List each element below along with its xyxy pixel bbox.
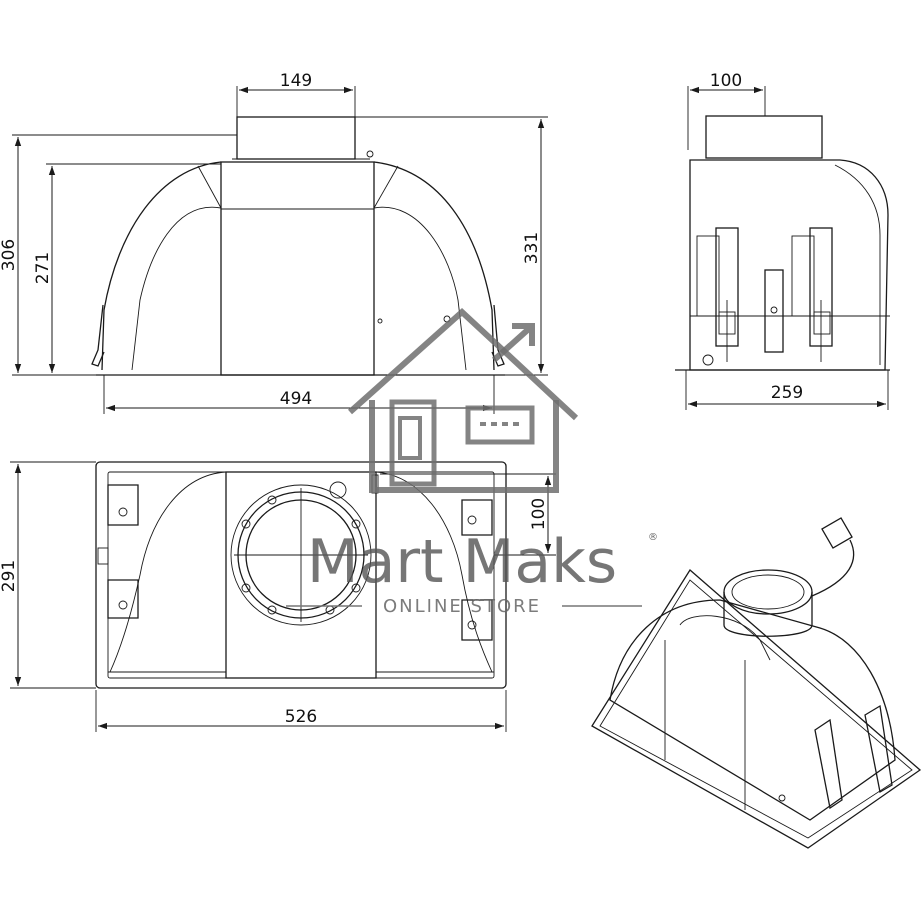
dim-plan-width: 526 <box>285 707 317 727</box>
front-view <box>91 116 505 376</box>
dim-front-total-height: 306 <box>0 239 19 271</box>
dim-side-width: 259 <box>771 383 803 403</box>
watermark-brand: Mart Maks <box>307 527 617 597</box>
watermark-registered-mark: ® <box>648 532 658 543</box>
plan-view <box>95 461 507 689</box>
dim-front-body-height: 271 <box>33 252 53 284</box>
dimension-lines <box>10 86 889 732</box>
dim-front-top-width: 149 <box>280 71 312 91</box>
watermark-subtitle: ONLINE STORE <box>383 596 541 617</box>
dim-plan-depth: 291 <box>0 560 19 592</box>
dim-plan-offset: 100 <box>529 498 549 530</box>
house-with-appliances-icon <box>348 307 579 493</box>
isometric-view <box>591 517 922 849</box>
watermark-logo: Mart Maks ® ONLINE STORE <box>286 307 658 617</box>
dim-side-top-width: 100 <box>710 71 742 91</box>
dim-front-width: 494 <box>280 389 312 409</box>
side-view <box>675 115 890 371</box>
dim-front-right-height: 331 <box>522 232 542 264</box>
